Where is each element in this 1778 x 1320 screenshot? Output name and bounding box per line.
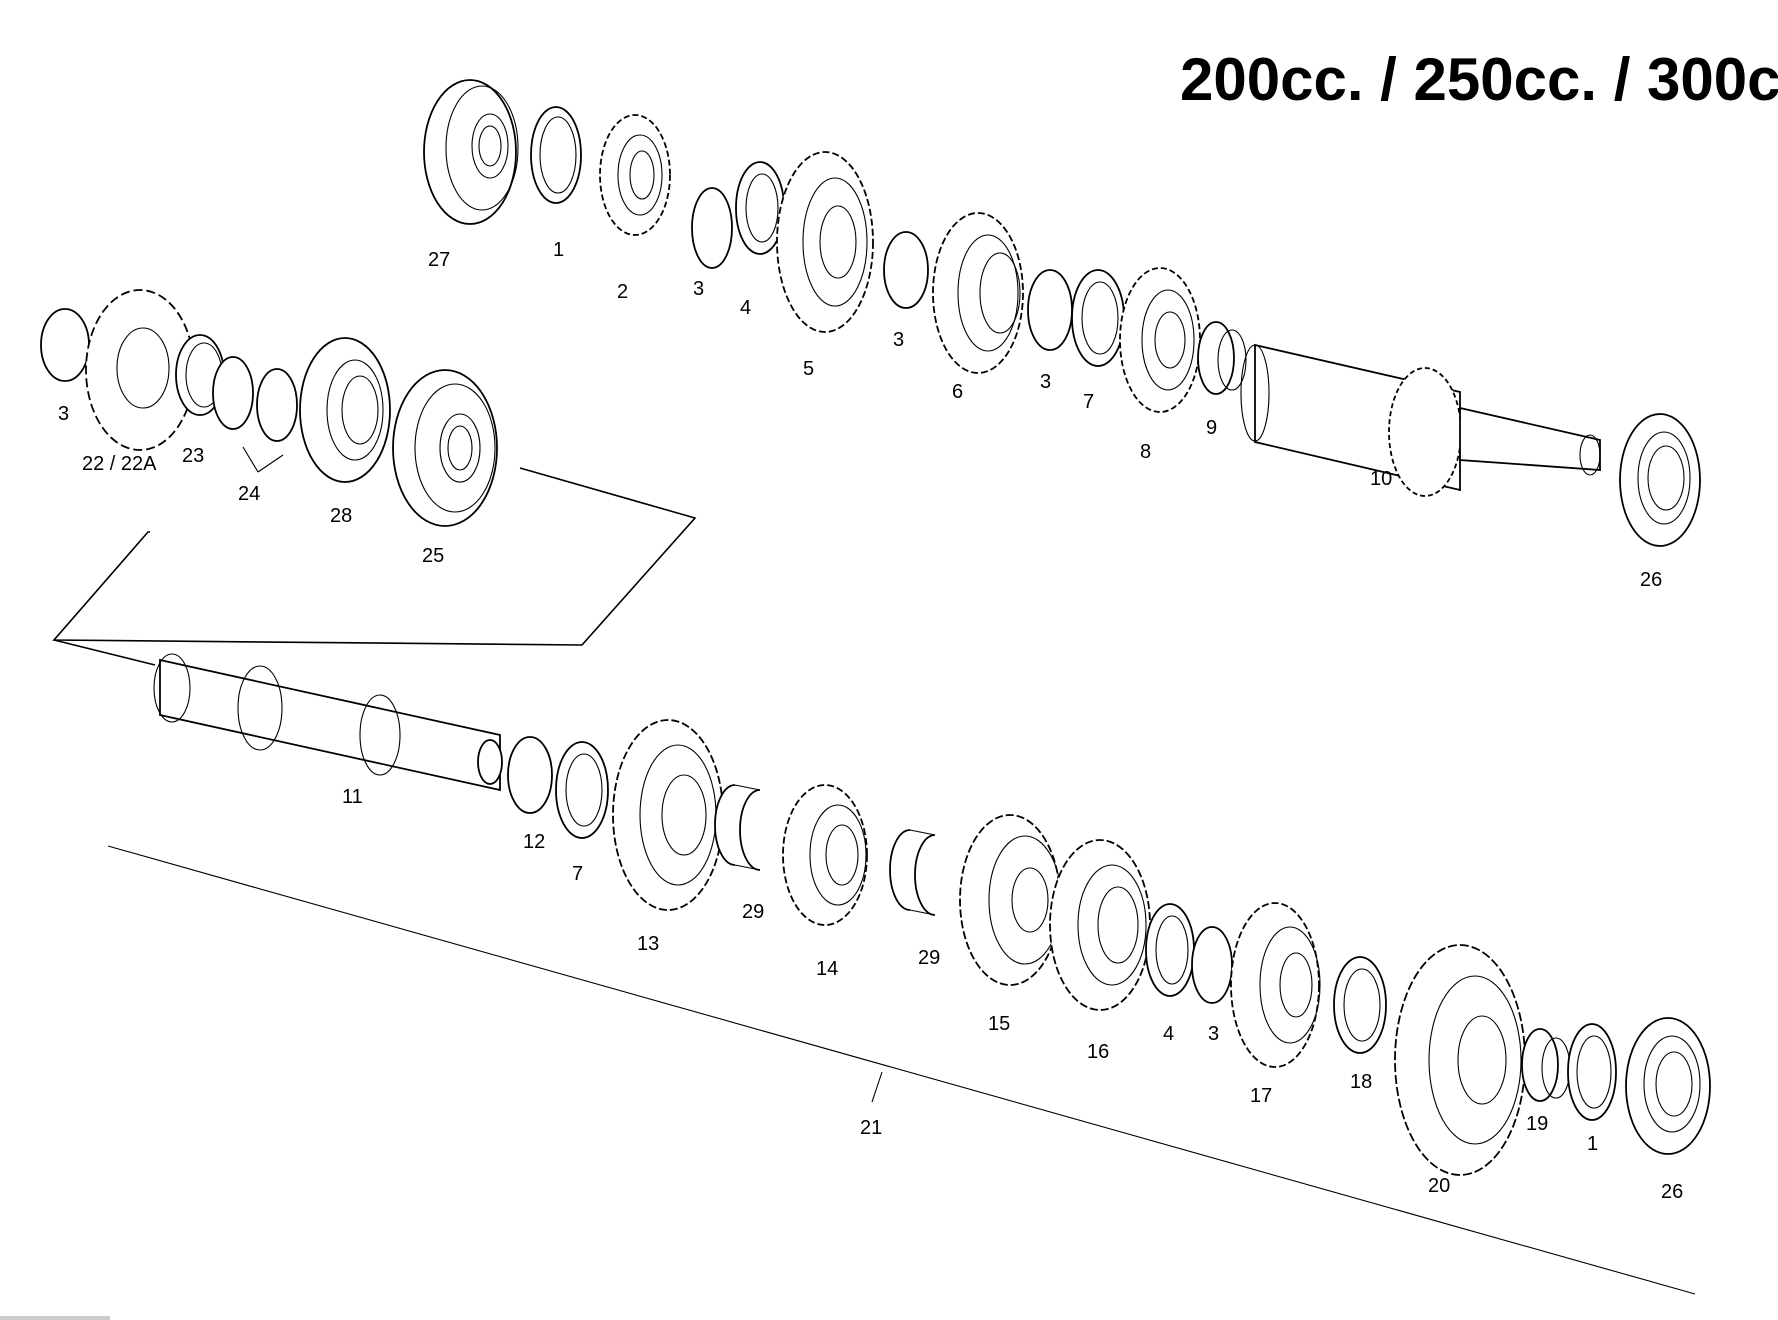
gear-8 (1119, 267, 1201, 413)
label-14: 14 (816, 958, 838, 980)
gear-14 (782, 784, 868, 926)
label-24: 24 (238, 483, 260, 505)
gear-5 (776, 151, 874, 333)
label-27: 27 (428, 249, 450, 271)
label-26b: 26 (1661, 1181, 1683, 1203)
label-17: 17 (1250, 1085, 1272, 1107)
bearing-27 (423, 79, 519, 225)
label-29b: 29 (918, 947, 940, 969)
ring-1a (530, 106, 582, 204)
label-3b: 3 (893, 329, 904, 351)
label-1b: 1 (1587, 1133, 1598, 1155)
layshaft-11 (153, 653, 503, 792)
label-7a: 7 (1083, 391, 1094, 413)
circlip-3b (883, 231, 929, 309)
ring-1b (1567, 1023, 1617, 1121)
label-3e: 3 (1208, 1023, 1219, 1045)
label-3d: 3 (58, 403, 69, 425)
circlip-3c (1027, 269, 1073, 351)
ring-24b (256, 368, 298, 442)
washer-7b (555, 741, 609, 839)
label-4b: 4 (1163, 1023, 1174, 1045)
label-1a: 1 (553, 239, 564, 261)
circlip-3a (691, 187, 733, 269)
label-10: 10 (1370, 468, 1392, 490)
gear-16 (1049, 839, 1151, 1011)
washer-7a (1071, 269, 1125, 367)
label-9: 9 (1206, 417, 1217, 439)
label-23: 23 (182, 445, 204, 467)
washer-18 (1333, 956, 1387, 1054)
needle-bearing-9 (1197, 321, 1247, 395)
label-25: 25 (422, 545, 444, 567)
gear-20 (1394, 944, 1526, 1176)
part-labels: 27 1 2 3 4 5 3 6 3 7 8 9 10 26 3 22 / 22… (58, 239, 1683, 1203)
label-15: 15 (988, 1013, 1010, 1035)
label-4a: 4 (740, 297, 751, 319)
layshaft-baseline (107, 845, 1696, 1295)
gear-6 (932, 212, 1024, 374)
seal-26b (1625, 1017, 1711, 1155)
bearing-25 (392, 369, 498, 527)
label-28: 28 (330, 505, 352, 527)
label-3a: 3 (693, 278, 704, 300)
circlip-3e (1191, 926, 1233, 1004)
circlip-12 (507, 736, 553, 814)
label-3c: 3 (1040, 371, 1051, 393)
needle-cage-29b (889, 829, 936, 916)
gear-17 (1230, 902, 1321, 1068)
label-21: 21 (860, 1117, 882, 1139)
label-13: 13 (637, 933, 659, 955)
label-29a: 29 (742, 901, 764, 923)
gear-15 (959, 814, 1062, 986)
shaft-link-lines (52, 446, 1696, 1295)
label-2: 2 (617, 281, 628, 303)
engine-size-title: 200cc. / 250cc. / 300cc. (1180, 46, 1778, 113)
label-8: 8 (1140, 441, 1151, 463)
main-shaft-10 (1240, 343, 1601, 497)
gear-13 (612, 719, 724, 911)
label-26a: 26 (1640, 569, 1662, 591)
label-12: 12 (523, 831, 545, 853)
label-22: 22 / 22A (82, 453, 157, 475)
ring-24a (212, 356, 254, 430)
seal-28 (299, 337, 391, 483)
needle-cage-29a (714, 784, 761, 871)
label-7b: 7 (572, 863, 583, 885)
label-11: 11 (342, 786, 363, 808)
label-16: 16 (1087, 1041, 1109, 1063)
label-6: 6 (952, 381, 963, 403)
needle-bearing-19 (1521, 1028, 1571, 1102)
seal-26a (1619, 413, 1701, 547)
circlip-3d (40, 308, 90, 382)
scroll-indicator (0, 1316, 110, 1320)
label-20: 20 (1428, 1175, 1450, 1197)
label-19: 19 (1526, 1113, 1548, 1135)
label-5: 5 (803, 358, 814, 380)
gear-2 (599, 114, 671, 236)
washer-4b (1145, 903, 1195, 997)
label-18: 18 (1350, 1071, 1372, 1093)
